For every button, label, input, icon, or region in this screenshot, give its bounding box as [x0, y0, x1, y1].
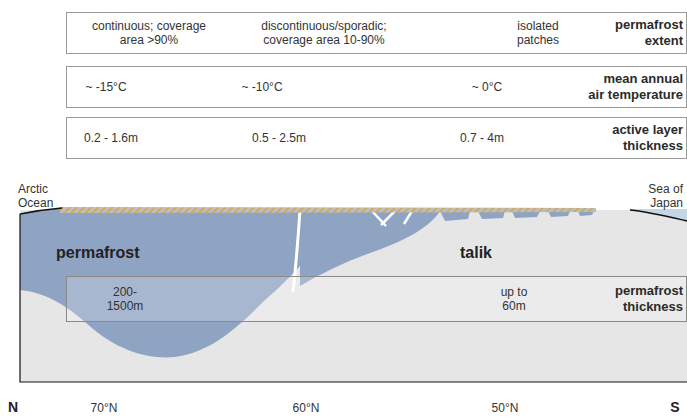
row-box: continuous; coverage area >90% discontinu… [66, 12, 687, 54]
sea-label: Sea of Japan [633, 182, 683, 211]
row-heading: mean annual air temperature [586, 71, 683, 102]
row-value: 200- 1500m [97, 285, 153, 314]
row-heading: permafrost extent [577, 17, 683, 48]
axis-label: 50°N [480, 401, 530, 415]
permafrost-body [300, 209, 440, 286]
row-box: ~ -15°C ~ -10°C ~ 0°C mean annual air tempe… [66, 66, 687, 108]
row-value: up to 60m [489, 285, 539, 314]
permafrost-patch [440, 211, 470, 221]
row-value: isolated patches [507, 19, 569, 48]
row-heading: active layer thickness [567, 122, 683, 153]
row-box: 0.2 - 1.6m 0.5 - 2.5m 0.7 - 4m active layer… [66, 117, 687, 159]
ocean-label: Arctic Ocean [18, 182, 62, 211]
row-heading: permafrost thickness [567, 283, 683, 314]
row-value: 0.2 - 1.6m [71, 131, 151, 145]
axis-label: S [666, 399, 684, 416]
frame [20, 214, 687, 382]
row-value: ~ 0°C [457, 80, 517, 94]
row-value: 0.5 - 2.5m [239, 131, 319, 145]
active-layer-hatch [60, 207, 596, 213]
axis-label: 70°N [79, 401, 129, 415]
row-value: discontinuous/sporadic; coverage area 10… [249, 19, 399, 48]
row-value: ~ -15°C [71, 80, 141, 94]
coastline [630, 210, 687, 221]
region-label: permafrost [56, 243, 156, 262]
row-value: continuous; coverage area >90% [79, 19, 219, 48]
talik-crack [372, 211, 412, 226]
region-label: talik [460, 243, 520, 262]
row-value: ~ -10°C [227, 80, 297, 94]
sea [630, 209, 687, 221]
axis-label: 60°N [281, 401, 331, 415]
axis-label: N [3, 399, 23, 416]
row-value: 0.7 - 4m [447, 131, 517, 145]
thickness-band: 200- 1500m up to 60m permafrost thickness [66, 276, 687, 322]
